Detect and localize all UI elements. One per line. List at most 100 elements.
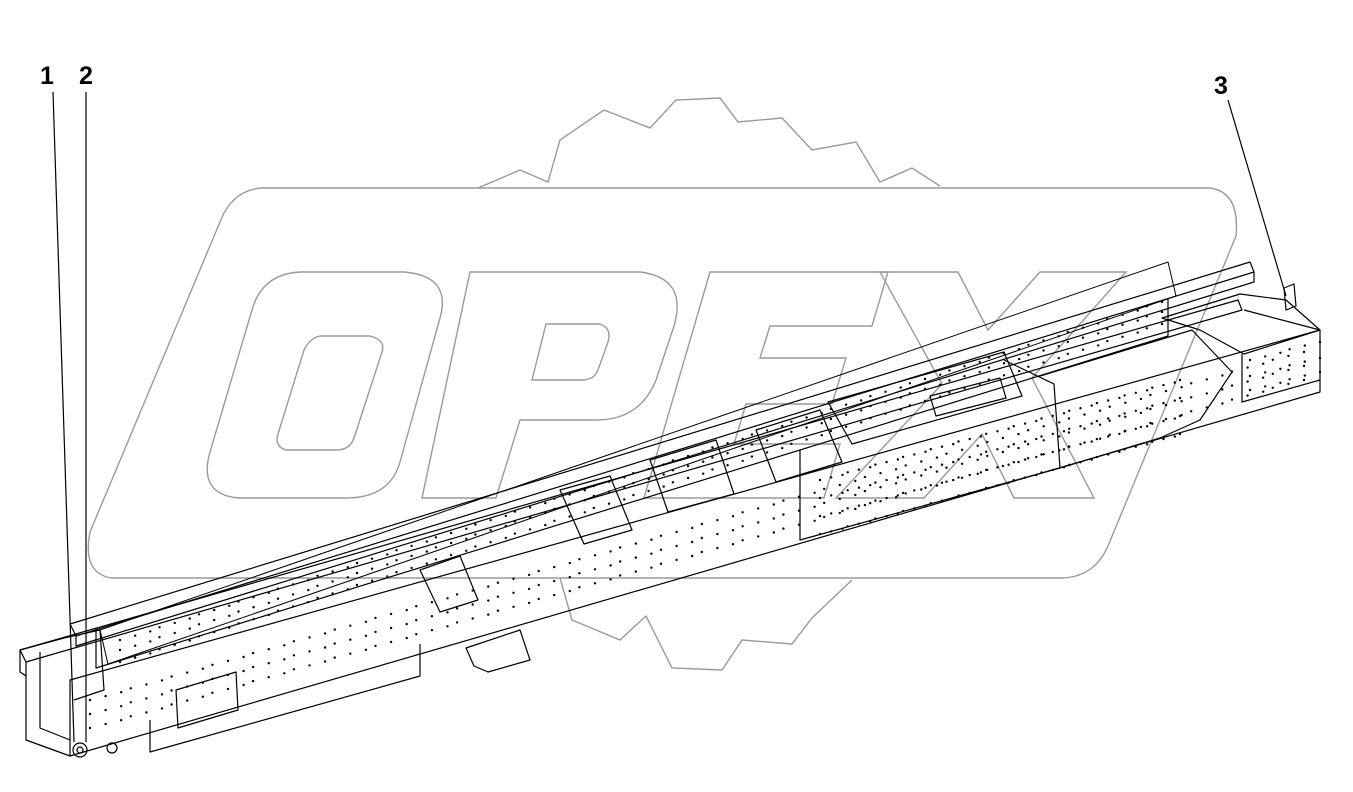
rivet-hole (226, 659, 230, 663)
rivet-hole (1023, 422, 1027, 425)
rivet-hole (120, 705, 123, 708)
rivet-hole (619, 560, 622, 563)
rivet-hole (623, 498, 626, 501)
rivet-hole (634, 556, 637, 559)
rivet-hole (1230, 370, 1234, 373)
rivet-hole (415, 633, 418, 636)
rivet-hole (979, 435, 983, 438)
rivet-hole (986, 454, 989, 458)
callout-label-2: 2 (79, 62, 93, 90)
rivet-hole (389, 626, 393, 630)
rivet-hole (1068, 409, 1071, 412)
rivet-hole (844, 425, 848, 428)
rivet-hole (781, 424, 784, 428)
rivet-hole (1279, 367, 1282, 370)
rivet-hole (823, 487, 826, 491)
rivet-hole (782, 499, 785, 502)
rivet-hole (1162, 437, 1165, 441)
rivet-hole (1318, 340, 1322, 344)
rivet-hole (879, 472, 882, 475)
rivet-hole (331, 570, 334, 573)
rivet-hole (211, 663, 214, 666)
rivet-hole (544, 523, 547, 527)
rivet-hole (1106, 327, 1109, 331)
rivet-hole (307, 588, 310, 592)
rivet-hole (607, 502, 611, 505)
rivet-hole (1139, 425, 1143, 429)
rivet-hole (782, 527, 785, 530)
rivet-hole (118, 648, 122, 652)
rivet-hole (1107, 399, 1110, 402)
rivet-hole (1057, 335, 1060, 338)
rivet-hole (1246, 366, 1249, 369)
rivet-hole (1264, 385, 1267, 388)
rivet-hole (741, 539, 744, 542)
rivet-hole (578, 586, 581, 589)
rivet-hole (1012, 461, 1015, 464)
rivet-hole (349, 624, 352, 627)
chassis-frame (19, 261, 1321, 758)
rivet-hole (1134, 409, 1138, 412)
rivet-hole (489, 519, 492, 522)
rivet-hole (474, 545, 477, 548)
rivet-hole (527, 601, 531, 605)
callout-label-1: 1 (40, 62, 54, 90)
left-rail-web (99, 261, 1177, 665)
rivet-hole (1081, 348, 1085, 351)
rivet-hole (1001, 436, 1005, 440)
rivet-hole (465, 537, 468, 540)
rivet-hole (583, 489, 586, 492)
rivet-hole (976, 444, 979, 447)
rivet-hole (1058, 435, 1061, 438)
rivet-hole (957, 440, 960, 443)
gear-watermark-bottom (559, 577, 853, 671)
rivet-hole (1190, 396, 1193, 399)
rivet-hole (355, 571, 359, 575)
rivet-hole (920, 460, 923, 463)
rivet-hole (726, 464, 729, 467)
rivet-hole (201, 695, 204, 698)
rivet-hole (186, 671, 189, 674)
rivet-hole (901, 473, 905, 477)
rivet-hole (830, 530, 833, 533)
rivet-hole (929, 466, 932, 469)
rivet-hole (1098, 423, 1102, 426)
rivet-hole (1264, 371, 1267, 374)
rear-tow-hook (1283, 283, 1297, 311)
rivet-hole (1012, 425, 1015, 428)
rivet-hole (879, 486, 882, 489)
rivet-hole (1180, 400, 1183, 403)
rivet-hole (1012, 479, 1015, 482)
rivet-hole (389, 612, 393, 616)
rivet-hole (790, 420, 793, 423)
rivet-hole (985, 468, 988, 471)
rivet-hole (197, 623, 201, 626)
rivet-hole (512, 591, 515, 594)
rivet-hole (860, 409, 863, 412)
rivet-hole (986, 440, 989, 444)
rivet-hole (726, 452, 729, 455)
rivet-hole (1012, 443, 1015, 446)
rivet-hole (884, 400, 887, 403)
rivet-hole (860, 421, 863, 424)
rivet-hole (1124, 401, 1127, 404)
front-cross-member (19, 629, 105, 701)
rivet-hole (634, 542, 637, 545)
rivet-hole (1040, 417, 1043, 420)
rivet-hole (841, 527, 844, 531)
rivet-hole (857, 486, 861, 489)
rivet-hole (170, 675, 173, 678)
rivet-hole (370, 557, 374, 560)
rivet-hole (228, 614, 231, 617)
rivet-hole (197, 613, 201, 616)
rivet-hole (593, 554, 597, 557)
rivet-hole (952, 496, 955, 500)
rivet-hole (201, 667, 204, 670)
leader-lines (52, 91, 1287, 743)
rivet-hole (1106, 317, 1109, 321)
rivet-hole (1248, 358, 1252, 362)
rivet-hole (430, 615, 434, 618)
rivet-hole (854, 507, 857, 511)
rivet-hole (1097, 332, 1100, 335)
rivet-hole (1057, 357, 1060, 360)
